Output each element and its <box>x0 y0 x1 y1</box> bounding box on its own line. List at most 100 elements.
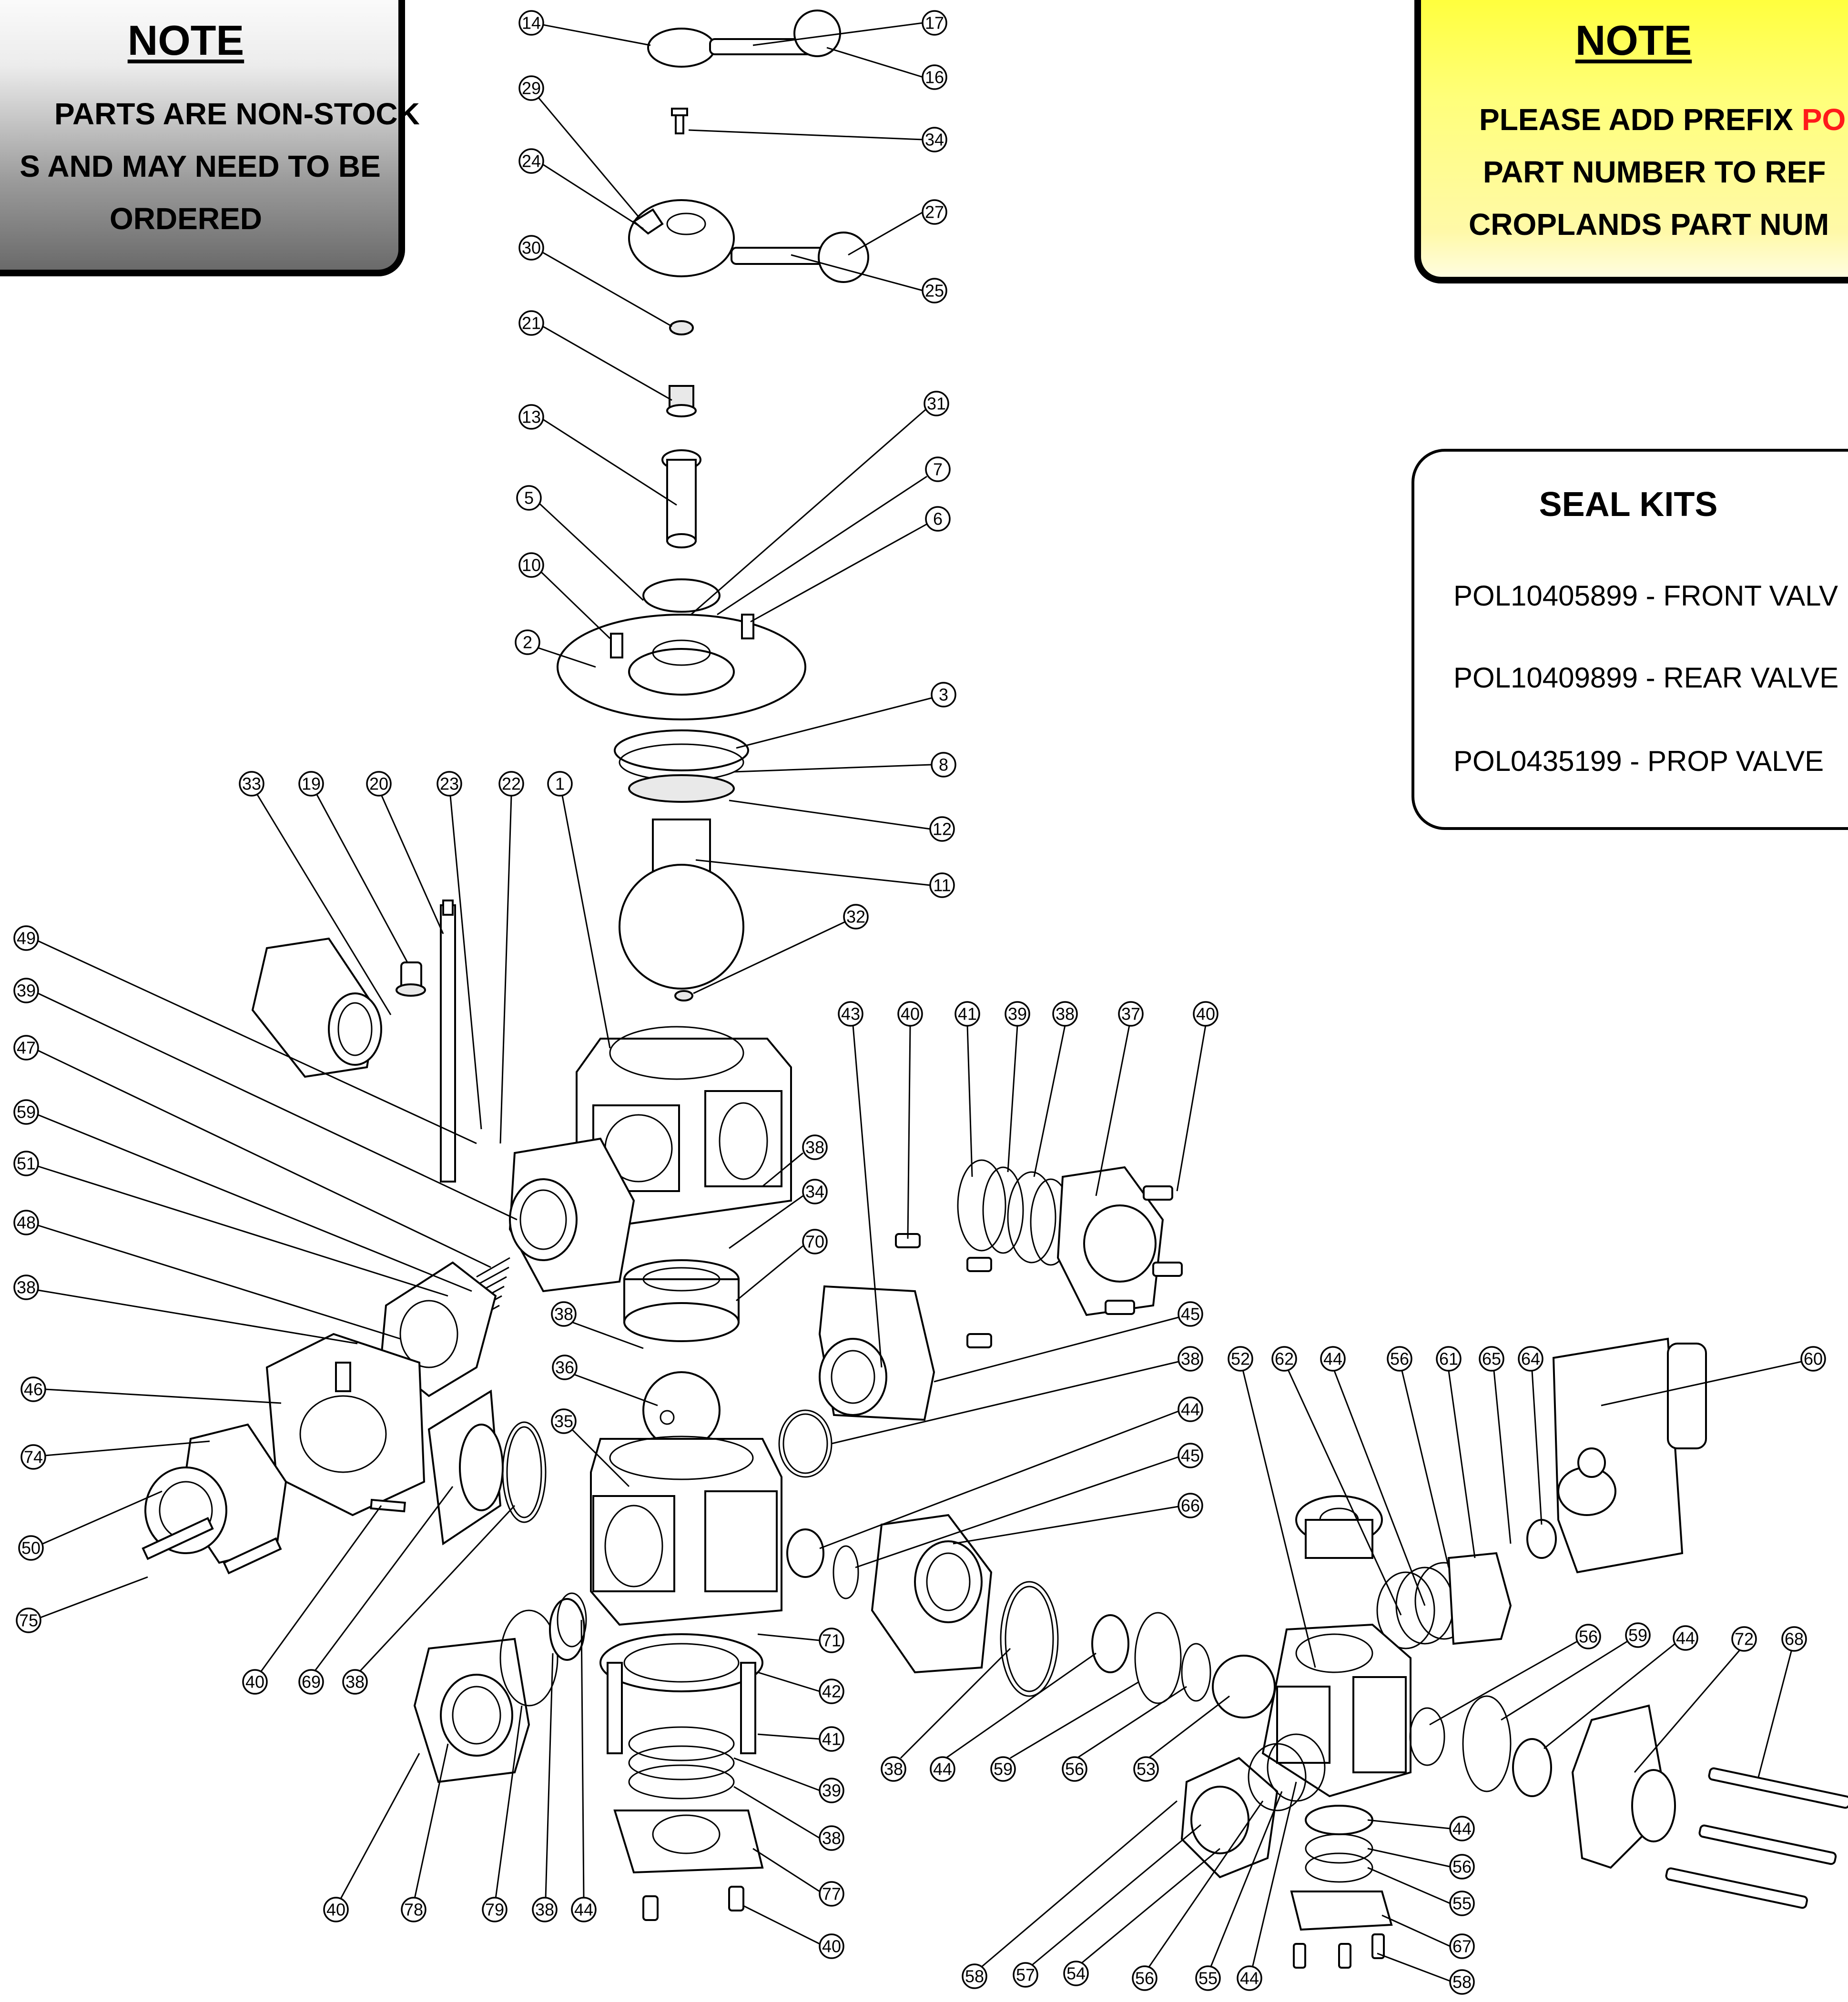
callout-label: 7 <box>933 460 943 479</box>
callout-label: 44 <box>574 1900 593 1920</box>
o-ring-38-lower <box>1000 1581 1059 1697</box>
callout-label: 31 <box>927 394 946 414</box>
callout-label: 51 <box>17 1154 36 1173</box>
callout-34-center: 34 <box>729 1179 828 1249</box>
screws-40-bottom <box>642 1886 744 1921</box>
callout-40-c: 40 <box>242 1505 382 1695</box>
callout-label: 43 <box>841 1004 860 1024</box>
lever-handle-large <box>628 199 869 283</box>
callout-label: 54 <box>1066 1964 1086 1983</box>
callout-27: 27 <box>848 199 947 256</box>
callout-44-a: 44 <box>819 1396 1203 1549</box>
callout-label: 38 <box>554 1304 573 1324</box>
callout-56-d: 56 <box>1367 1848 1475 1880</box>
callout-55-a: 55 <box>1367 1867 1475 1916</box>
callout-label: 56 <box>1065 1759 1084 1779</box>
fittings-37-41 <box>957 1159 1164 1316</box>
note-left-line-3: ORDERED <box>109 202 263 236</box>
callout-64: 64 <box>1518 1346 1543 1525</box>
callout-label: 55 <box>1452 1894 1472 1913</box>
callout-label: 40 <box>245 1672 264 1692</box>
callout-label: 53 <box>1137 1759 1156 1779</box>
callout-label: 45 <box>1181 1446 1200 1466</box>
note-right-line-2: PART NUMBER TO REF <box>1483 155 1826 189</box>
callout-47: 47 <box>13 1035 491 1268</box>
callout-label: 35 <box>554 1412 573 1431</box>
callout-label: 64 <box>1521 1349 1540 1369</box>
callout-39-left: 39 <box>13 978 518 1221</box>
callout-label: 20 <box>369 774 388 794</box>
callout-38-e: 38 <box>532 1653 558 1922</box>
callout-24: 24 <box>518 148 644 230</box>
callout-57: 57 <box>1013 1824 1201 1988</box>
callout-label: 77 <box>822 1884 841 1904</box>
note-right-body: PLEASE ADD PREFIX PO PART NUMBER TO REF … <box>1421 93 1848 251</box>
flange-plate-2 <box>557 578 806 720</box>
callout-label: 71 <box>822 1631 841 1650</box>
springs-56-61 <box>1376 1552 1512 1649</box>
callout-label: 38 <box>345 1672 365 1692</box>
callout-label: 24 <box>522 152 541 171</box>
callout-44-b: 44 <box>571 1619 597 1922</box>
callout-21: 21 <box>518 310 672 401</box>
callout-66: 66 <box>953 1493 1203 1545</box>
flange-43 <box>818 1285 935 1421</box>
callout-60: 60 <box>1601 1346 1826 1406</box>
o-ring-38-left <box>502 1421 547 1523</box>
seal-kit-item-rear: POL10409899 - REAR VALVE <box>1453 662 1839 694</box>
callout-label: 60 <box>1804 1349 1823 1369</box>
callout-label: 16 <box>925 68 944 87</box>
callout-label: 56 <box>1579 1627 1598 1647</box>
callout-label: 67 <box>1452 1937 1472 1956</box>
callout-label: 39 <box>17 981 36 1001</box>
bolts-68 <box>1665 1767 1848 1909</box>
callout-65: 65 <box>1479 1346 1512 1544</box>
o-rings-56-59-44-right <box>1409 1695 1552 1797</box>
callout-32: 32 <box>693 904 869 994</box>
seal-kits-title: SEAL KITS <box>1539 485 1718 524</box>
callout-69: 69 <box>298 1486 454 1695</box>
callout-8: 8 <box>733 752 956 778</box>
fitting-33 <box>251 937 382 1078</box>
callout-label: 52 <box>1231 1349 1250 1369</box>
callout-label: 59 <box>994 1759 1013 1779</box>
callout-38-c: 38 <box>342 1505 516 1695</box>
callout-34-top: 34 <box>688 127 947 152</box>
callout-33: 33 <box>239 771 392 1015</box>
callout-42: 42 <box>757 1671 844 1704</box>
callout-label: 44 <box>1240 1969 1259 1988</box>
callout-22: 22 <box>498 771 524 1144</box>
callout-label: 66 <box>1181 1496 1200 1516</box>
callout-label: 40 <box>1196 1004 1215 1024</box>
motor-60 <box>1552 1337 1707 1574</box>
callout-label: 41 <box>958 1004 977 1024</box>
callout-38-f: 38 <box>881 1648 1011 1782</box>
screw-34-top <box>671 108 688 134</box>
callout-23: 23 <box>437 771 482 1130</box>
callout-41: 41 <box>954 1001 980 1177</box>
callout-44-d: 44 <box>930 1652 1097 1782</box>
valve-body-1 <box>576 1026 792 1226</box>
seat-34-70 <box>623 1259 740 1342</box>
callout-19: 19 <box>298 771 408 963</box>
callout-58-a: 58 <box>1377 1952 1475 1995</box>
square-drive-21 <box>666 385 697 417</box>
callout-40-d: 40 <box>743 1905 844 1959</box>
valve-bottom-42-77 <box>599 1633 764 1874</box>
callout-2: 2 <box>515 629 596 668</box>
callout-35: 35 <box>551 1408 630 1487</box>
callout-label: 17 <box>925 13 944 33</box>
callout-label: 34 <box>925 130 944 150</box>
callout-59-b: 59 <box>990 1681 1139 1782</box>
callout-label: 6 <box>933 509 943 529</box>
callout-label: 25 <box>925 281 944 301</box>
seat-55-67 <box>1290 1805 1393 1931</box>
note-left-line-1: PARTS ARE NON-STOCK <box>54 97 420 131</box>
flange-78 <box>413 1638 530 1783</box>
callout-label: 79 <box>485 1900 504 1920</box>
callout-label: 39 <box>1008 1004 1027 1024</box>
callout-label: 30 <box>522 238 541 258</box>
callout-70: 70 <box>736 1229 828 1302</box>
screw-40-left <box>370 1498 406 1513</box>
